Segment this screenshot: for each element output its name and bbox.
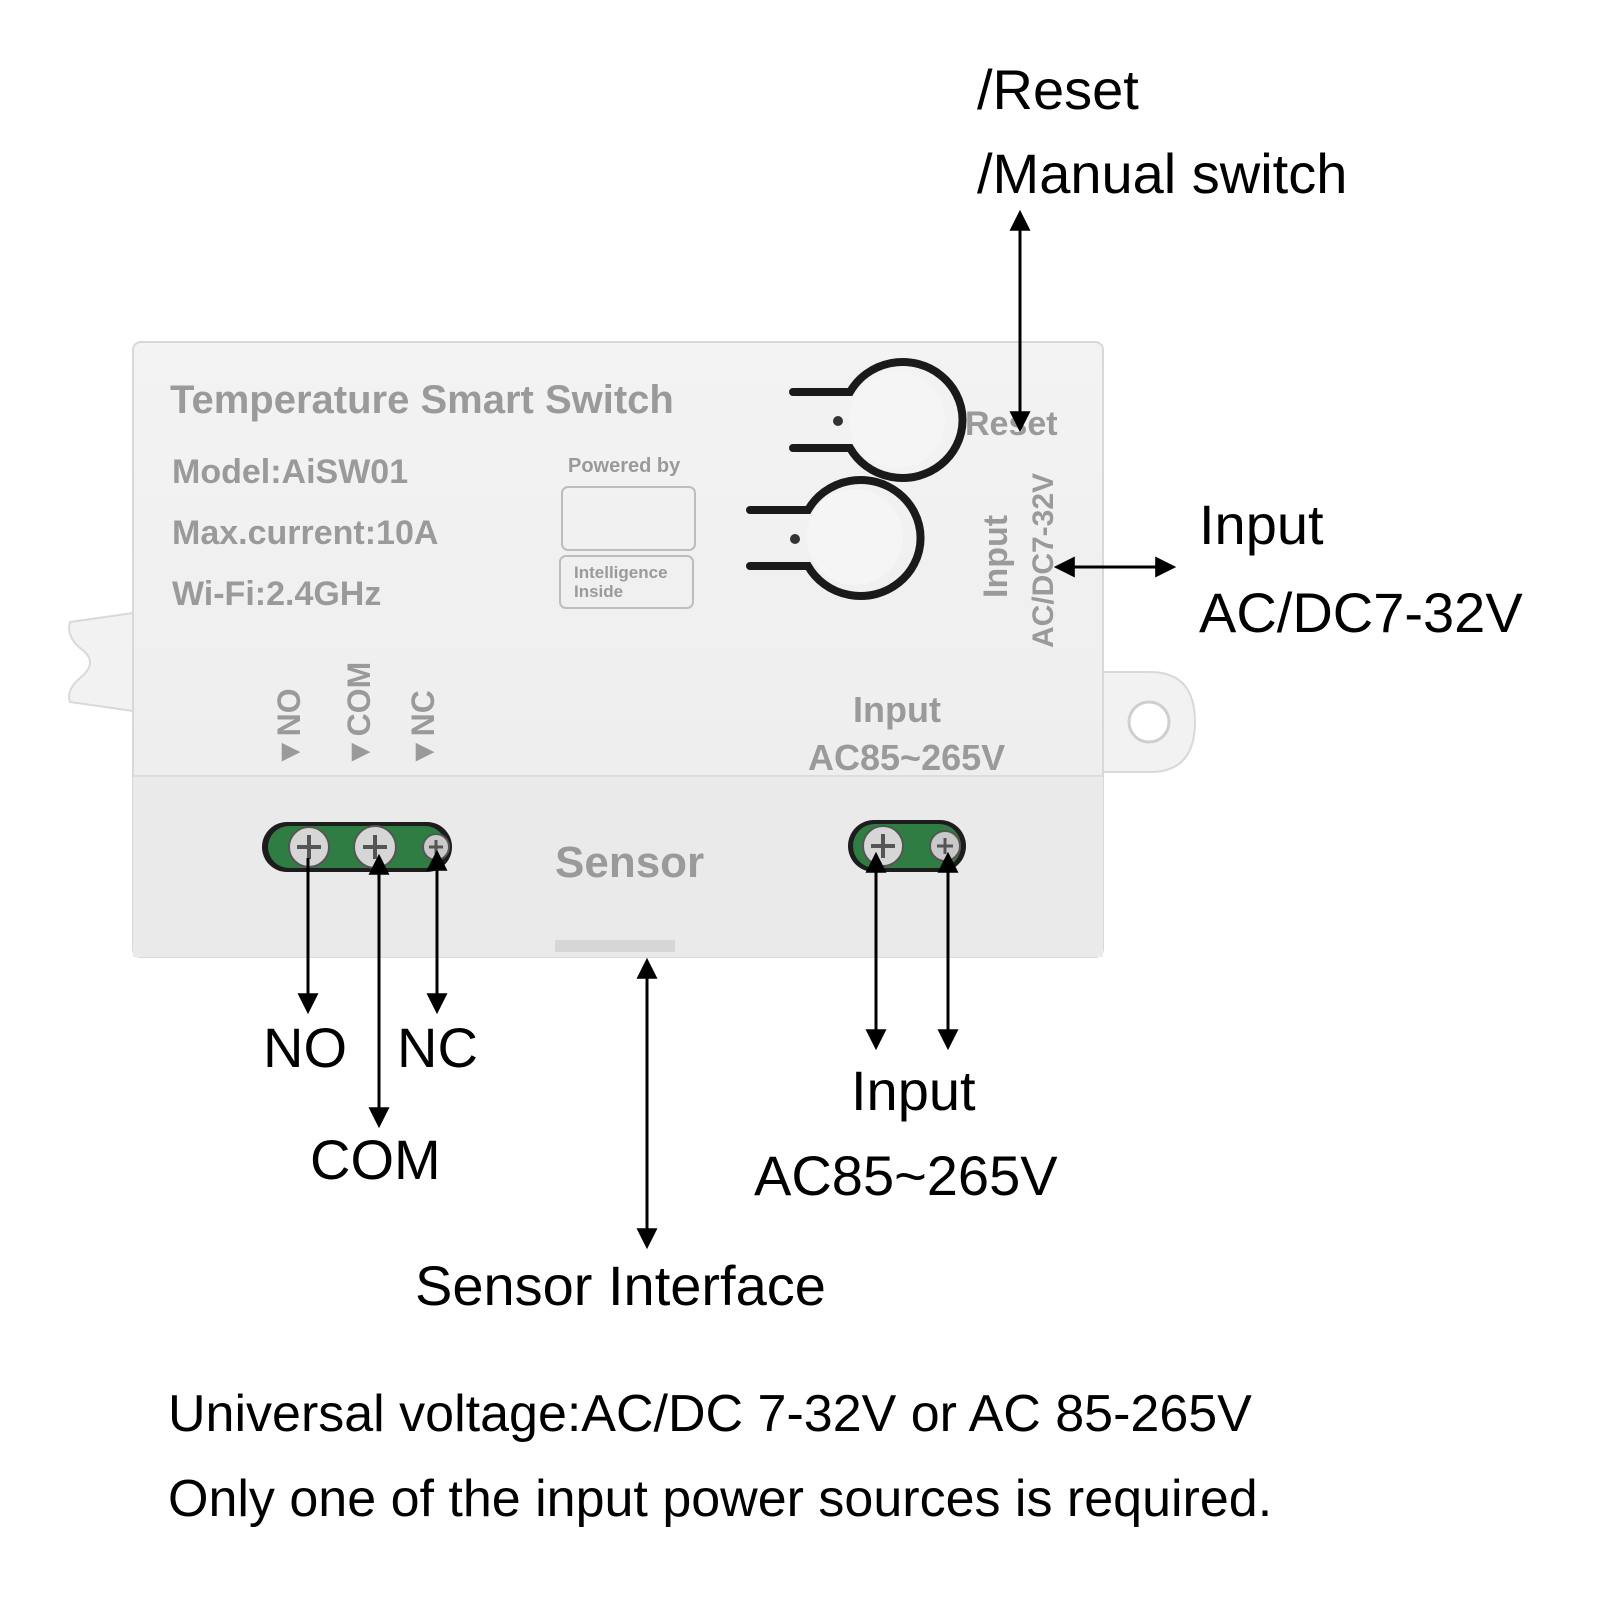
powered-by-logo-box bbox=[561, 486, 696, 551]
intelligence-inside-line1: Intelligence bbox=[574, 563, 668, 582]
ac-input-callout-title: Input bbox=[851, 1059, 976, 1122]
reset-callout-line2: /Manual switch bbox=[977, 142, 1348, 205]
screw-ac-input-2[interactable] bbox=[929, 830, 961, 862]
screw-com-terminal[interactable] bbox=[353, 825, 397, 869]
ac-input-callout-voltage: AC85~265V bbox=[754, 1144, 1058, 1207]
relay-terminal-block bbox=[262, 822, 452, 872]
right-mounting-tab bbox=[1099, 671, 1197, 773]
device-side-input-voltage: AC/DC7-32V bbox=[1027, 473, 1060, 648]
intelligence-inside-box bbox=[559, 555, 694, 609]
terminal-label-no: ▼NO bbox=[271, 688, 307, 768]
dc-input-callout-title: Input bbox=[1199, 493, 1324, 556]
device-ac-input-title: Input bbox=[853, 689, 941, 730]
device-title: Temperature Smart Switch bbox=[170, 378, 674, 422]
device-max-current: Max.current:10A bbox=[172, 514, 438, 552]
single-source-note: Only one of the input power sources is r… bbox=[168, 1470, 1273, 1528]
manual-switch-button[interactable] bbox=[746, 476, 925, 600]
screw-ac-input-1[interactable] bbox=[862, 825, 904, 867]
universal-voltage-note: Universal voltage:AC/DC 7-32V or AC 85-2… bbox=[168, 1385, 1252, 1443]
terminal-label-com: ▼COM bbox=[341, 662, 377, 768]
powered-by-label: Powered by bbox=[568, 455, 681, 477]
device-model: Model:AiSW01 bbox=[172, 453, 408, 491]
intelligence-inside-line2: Inside bbox=[574, 582, 623, 601]
device-side-input-title: Input bbox=[977, 515, 1015, 598]
com-callout: COM bbox=[310, 1128, 441, 1191]
no-callout: NO bbox=[263, 1016, 347, 1079]
device-ac-input-voltage: AC85~265V bbox=[808, 737, 1005, 778]
device-sensor-label: Sensor bbox=[555, 838, 704, 887]
callout-arrows bbox=[297, 209, 1177, 1250]
terminal-label-nc: ▼NC bbox=[405, 690, 441, 768]
dc-input-callout-voltage: AC/DC7-32V bbox=[1199, 581, 1523, 644]
sensor-interface-callout: Sensor Interface bbox=[415, 1254, 826, 1317]
left-mounting-tab bbox=[68, 610, 141, 714]
reset-callout-line1: /Reset bbox=[977, 58, 1139, 121]
device-wifi: Wi-Fi:2.4GHz bbox=[172, 575, 381, 613]
reset-button[interactable] bbox=[789, 358, 967, 482]
device-reset-label: Reset bbox=[965, 405, 1058, 443]
nc-callout: NC bbox=[397, 1016, 478, 1079]
